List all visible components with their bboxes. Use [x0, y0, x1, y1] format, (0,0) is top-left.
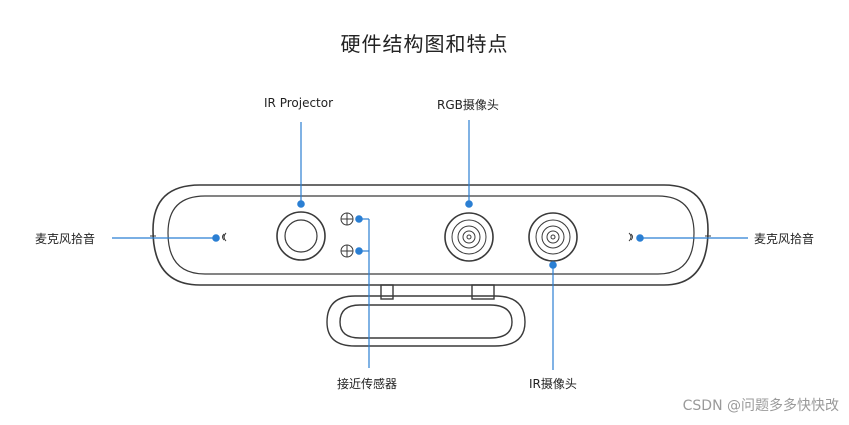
leader-lines: [112, 120, 748, 370]
ir-camera-lens: [528, 212, 578, 262]
device-stand: [326, 284, 526, 347]
microphone-holes: [222, 232, 633, 242]
diagram-title: 硬件结构图和特点: [340, 32, 509, 56]
label-rgb-camera: RGB摄像头: [437, 98, 499, 112]
label-proximity-sensor: 接近传感器: [337, 377, 398, 391]
proximity-sensor-icons: [340, 212, 354, 258]
rgb-camera-lens: [444, 212, 494, 262]
label-mic-right: 麦克风拾音: [754, 232, 815, 246]
label-ir-camera: IR摄像头: [529, 377, 577, 391]
label-ir-projector: IR Projector: [264, 96, 334, 110]
ir-projector-lens: [276, 211, 326, 261]
label-mic-left: 麦克风拾音: [35, 232, 96, 246]
device-body: [150, 184, 711, 286]
watermark-text: CSDN @问题多多快快改: [682, 398, 839, 414]
